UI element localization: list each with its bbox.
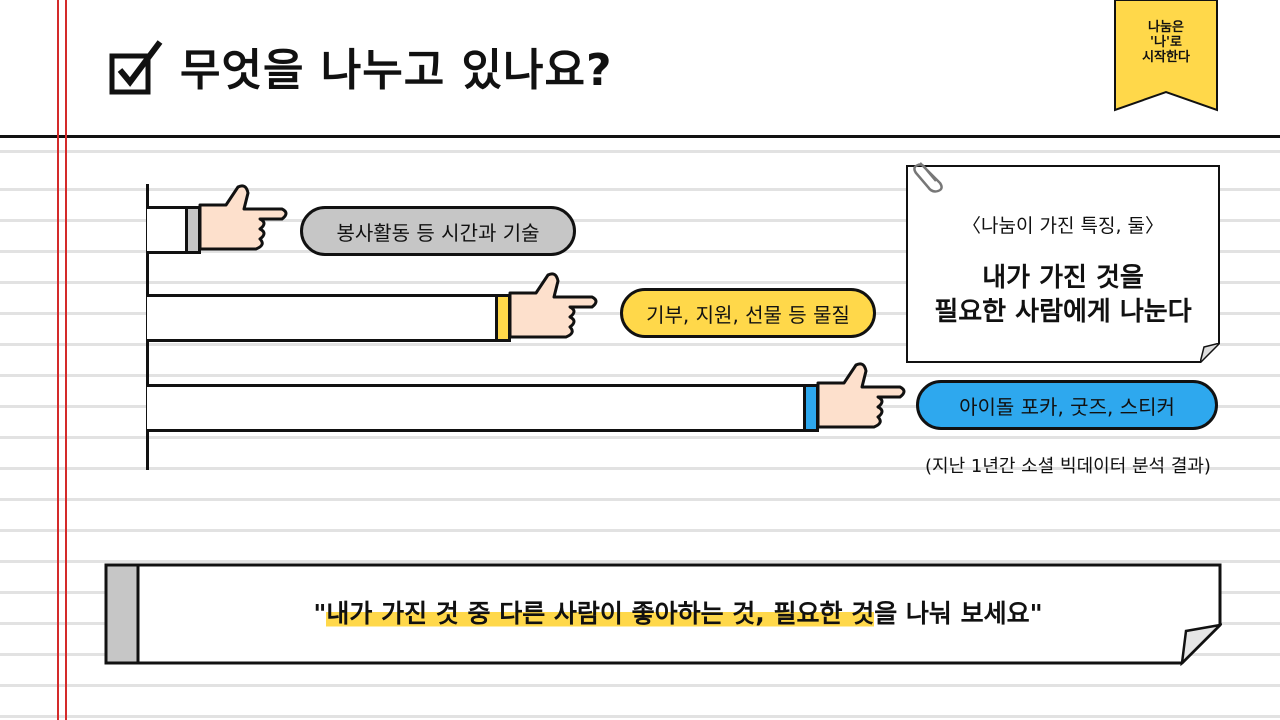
header-background xyxy=(0,0,1280,138)
bar-time-skill xyxy=(147,206,201,254)
bar-idol-goods xyxy=(147,384,819,432)
bar-label-idol-goods: 아이돌 포카, 굿즈, 스티커 xyxy=(916,380,1218,430)
note-main-line-1: 내가 가진 것을 xyxy=(982,263,1144,293)
quote-text: "내가 가진 것 중 다른 사람이 좋아하는 것, 필요한 것을 나눠 보세요" xyxy=(138,594,1218,630)
note-main-text: 내가 가진 것을 필요한 사람에게 나눈다 xyxy=(908,261,1218,329)
bookmark-ribbon-icon xyxy=(1114,0,1218,112)
ribbon-text: 나눔은 '나'로 시작한다 xyxy=(1142,20,1190,65)
checkbox-checked-icon xyxy=(109,40,163,95)
margin-line-left xyxy=(57,0,59,720)
note-main-line-2: 필요한 사람에게 나눈다 xyxy=(934,297,1192,327)
bar-label-material: 기부, 지원, 선물 등 물질 xyxy=(620,288,876,338)
bar-label-time-skill: 봉사활동 등 시간과 기술 xyxy=(300,206,576,256)
bar-material xyxy=(147,294,511,342)
page-title-text: 무엇을 나누고 있나요? xyxy=(180,45,613,96)
data-source-note: (지난 1년간 소셜 빅데이터 분석 결과) xyxy=(925,456,1211,477)
pointing-hand-icon xyxy=(508,272,598,339)
quote-highlight: 내가 가진 것 중 다른 사람이 좋아하는 것, 필요한 것 xyxy=(326,599,875,628)
quote-rest: 을 나눠 보세요" xyxy=(874,599,1043,628)
page-title: 무엇을 나누고 있나요? xyxy=(108,34,612,98)
note-subtitle: 〈나눔이 가진 특징, 둘〉 xyxy=(962,215,1164,237)
feature-note-card: 〈나눔이 가진 특징, 둘〉 내가 가진 것을 필요한 사람에게 나눈다 xyxy=(906,162,1220,363)
paperclip-icon xyxy=(913,162,943,193)
slogan-ribbon: 나눔은 '나'로 시작한다 xyxy=(1114,0,1218,112)
quote-open-mark: " xyxy=(313,599,327,628)
pointing-hand-icon xyxy=(816,362,906,429)
pointing-hand-icon xyxy=(198,184,288,251)
folded-corner-icon xyxy=(1200,343,1220,363)
margin-line-right xyxy=(65,0,67,720)
header-divider xyxy=(0,135,1280,138)
